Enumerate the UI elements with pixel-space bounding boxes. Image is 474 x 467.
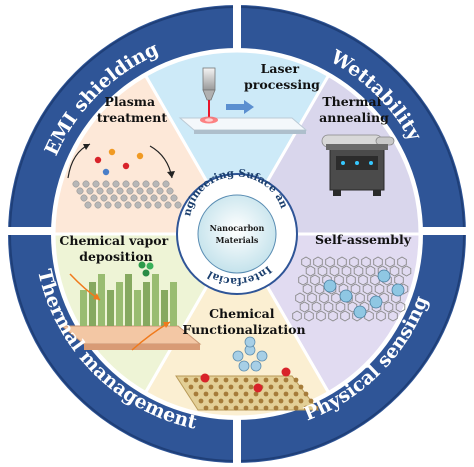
self-assembly-illustration — [292, 256, 412, 322]
plasma-illustration — [67, 143, 182, 209]
furnace-illustration — [321, 134, 395, 196]
cvd-forest — [80, 274, 177, 326]
core-label-line1: Nanocarbon — [210, 223, 265, 233]
laser-illustration — [178, 67, 308, 134]
segment-title-annealing: Thermal annealing — [319, 94, 389, 125]
segment-title-cvd: Chemical vapor deposition — [59, 233, 172, 264]
core-label-line2: Materials — [216, 235, 259, 245]
segment-title-functionalization: Chemical Functionalization — [182, 306, 305, 337]
segment-title-self-assembly: Self-assembly — [315, 232, 412, 247]
segment-title-plasma: Plasma treatment — [97, 94, 167, 125]
segment-laser — [143, 49, 331, 238]
core-inner-circle — [197, 194, 277, 274]
cvd-illustration — [60, 261, 202, 351]
functionalization-illustration — [175, 336, 320, 411]
segment-title-laser: Laser processing — [244, 61, 320, 92]
